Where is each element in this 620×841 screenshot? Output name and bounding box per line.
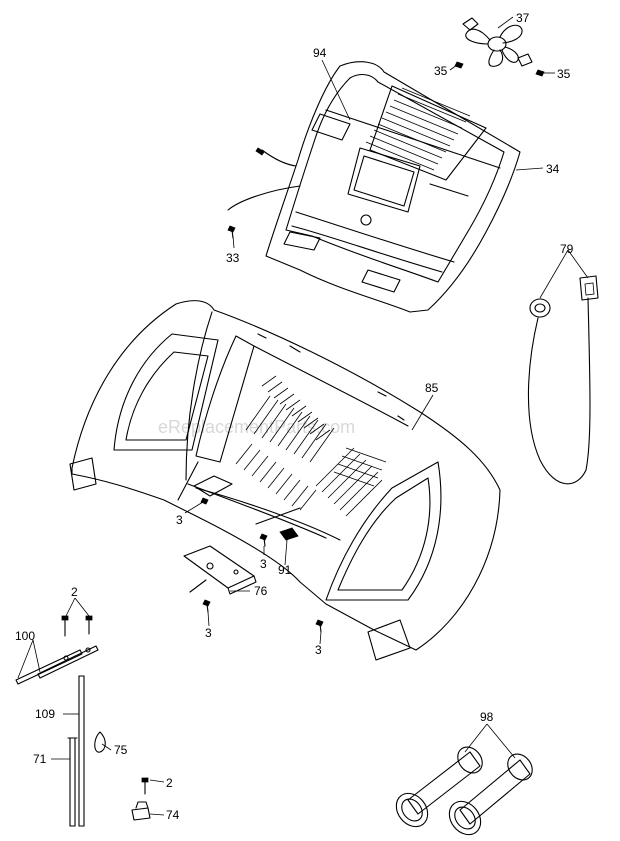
screw-2-b xyxy=(141,777,149,795)
screws-2-pair xyxy=(61,615,93,637)
callout-labels: 37 35 35 94 34 33 79 85 3 3 91 76 3 3 2 … xyxy=(15,11,574,822)
callout-34: 34 xyxy=(546,162,560,176)
rod-109 xyxy=(78,675,85,827)
fan-part xyxy=(462,17,533,67)
console-grille-slats xyxy=(365,87,471,171)
callout-74: 74 xyxy=(166,808,180,822)
screw-3-d xyxy=(315,619,324,633)
screw-35-left xyxy=(454,61,464,69)
callout-2-b: 2 xyxy=(166,776,173,790)
callout-3-d: 3 xyxy=(315,643,322,657)
callout-94: 94 xyxy=(313,46,327,60)
callout-98: 98 xyxy=(480,710,494,724)
hood-vent-slots xyxy=(235,375,387,517)
callout-109: 109 xyxy=(35,707,55,721)
roller-right xyxy=(448,753,533,836)
roller-left xyxy=(395,746,483,828)
screw-3-c xyxy=(202,599,211,613)
callout-2-a: 2 xyxy=(71,585,78,599)
callout-100: 100 xyxy=(15,629,35,643)
callout-75: 75 xyxy=(114,743,128,757)
safety-key-part xyxy=(527,275,599,485)
strap-75 xyxy=(94,731,106,753)
callout-85: 85 xyxy=(425,381,439,395)
bracket-part xyxy=(183,545,257,595)
callout-3-c: 3 xyxy=(205,626,212,640)
callout-35-left: 35 xyxy=(434,64,448,78)
callout-71: 71 xyxy=(33,752,47,766)
callout-3-a: 3 xyxy=(176,513,183,527)
label-91 xyxy=(255,507,301,541)
callout-91: 91 xyxy=(278,563,292,577)
callout-37: 37 xyxy=(516,11,530,25)
callout-3-b: 3 xyxy=(260,557,267,571)
leader-lines xyxy=(17,16,589,816)
rod-71 xyxy=(67,737,78,827)
screw-35-right xyxy=(535,69,545,77)
motor-hood-part xyxy=(69,300,501,661)
callout-76: 76 xyxy=(254,584,268,598)
rails-100 xyxy=(15,645,99,685)
callout-33: 33 xyxy=(226,251,240,265)
console-base-part xyxy=(227,61,521,313)
clip-74 xyxy=(131,801,151,821)
callout-35-right: 35 xyxy=(557,67,571,81)
screw-3-b xyxy=(259,533,268,547)
callout-79: 79 xyxy=(560,242,574,256)
screw-3-a xyxy=(200,497,209,505)
screw-33 xyxy=(227,225,236,239)
